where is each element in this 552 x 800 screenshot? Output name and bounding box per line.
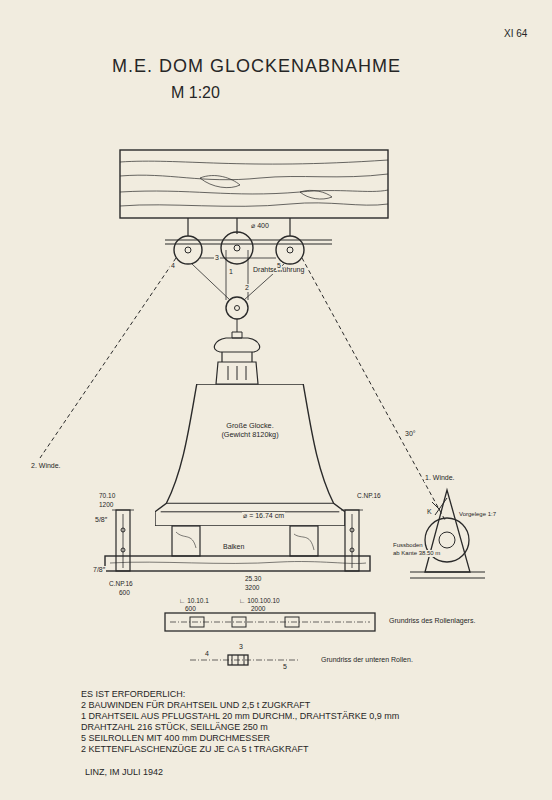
bell-name: Große Glocke. [155,422,345,431]
drawing-label: Grundriss des Rollenlagers. [388,617,476,625]
drawing-label: 2. Winde. [30,462,62,470]
bell-text-group: Große Glocke.(Gewicht 8120kg) [155,422,345,440]
drawing-label: 5 [282,663,288,671]
note-line: 5 SEILROLLEN MIT 400 mm DURCHMESSER [80,734,271,744]
drawing-label: 1200 [98,501,114,508]
drawing-label: 30° [404,430,417,438]
drawing-label: K [426,508,433,516]
drawing-label: 5 [276,262,282,270]
drawing-label: 3 [238,643,244,651]
drawing-label: 2000 [250,605,266,612]
drawing-label: 1. Winde. [424,474,456,482]
drawing-label: Grundriss der unteren Rollen. [320,656,414,664]
drawing-label: 4 [170,262,176,270]
drawing-label: 3 [214,254,220,262]
drawing-label: 2 [244,284,250,292]
drawing-label: ⌀ = 16.74 cm [242,512,285,520]
drawing-label: ∟ 10.10.1 [178,597,210,604]
drawing-label: Fussboden [392,542,424,549]
drawing-label: 5/8″ [94,516,108,524]
drawing-label: XI 64 [503,28,528,39]
drawing-title: M.E. DOM GLOCKENABNAHME [112,56,401,77]
drawing-label: M 1:20 [170,84,221,102]
drawing-label: 25.30 [244,575,262,582]
note-line: LINZ, IM JULI 1942 [84,768,164,778]
drawing-label: Vorgelege 1:7 [458,511,497,518]
drawing-label: ⌀ 400 [250,222,270,230]
drawing-label: 70.10 [98,492,116,499]
drawing-label: C.NP.16 [108,580,134,587]
drawing-label: 3200 [244,584,260,591]
bell-weight: (Gewicht 8120kg) [155,431,345,440]
drawing-label: Balken [222,543,245,551]
drawing-label: C.NP.16 [356,492,382,499]
note-line: ES IST ERFORDERLICH: [80,690,186,700]
note-line: 2 BAUWINDEN FÜR DRAHTSEIL UND 2,5 t ZUGK… [80,701,311,711]
note-line: 2 KETTENFLASCHENZÜGE ZU JE CA 5 t TRAGKR… [80,745,309,755]
drawing-label: 7/8″ [92,566,106,574]
drawing-label: ∟ 100.100.10 [238,597,281,604]
drawing-label: 4 [204,650,210,658]
drawing-label: 1 [228,268,234,276]
drawing-label: 600 [118,589,131,596]
drawing-label: 600 [184,605,197,612]
note-line: 1 DRAHTSEIL AUS PFLUGSTAHL 20 mm DURCHM.… [80,712,400,722]
note-line: DRAHTZAHL 216 STÜCK, SEILLÄNGE 250 m [80,723,269,733]
bell-shape: Große Glocke.(Gewicht 8120kg) [155,384,345,526]
drawing-label: ab Kante 38.50 m [392,550,441,557]
bell-outline [155,384,345,526]
